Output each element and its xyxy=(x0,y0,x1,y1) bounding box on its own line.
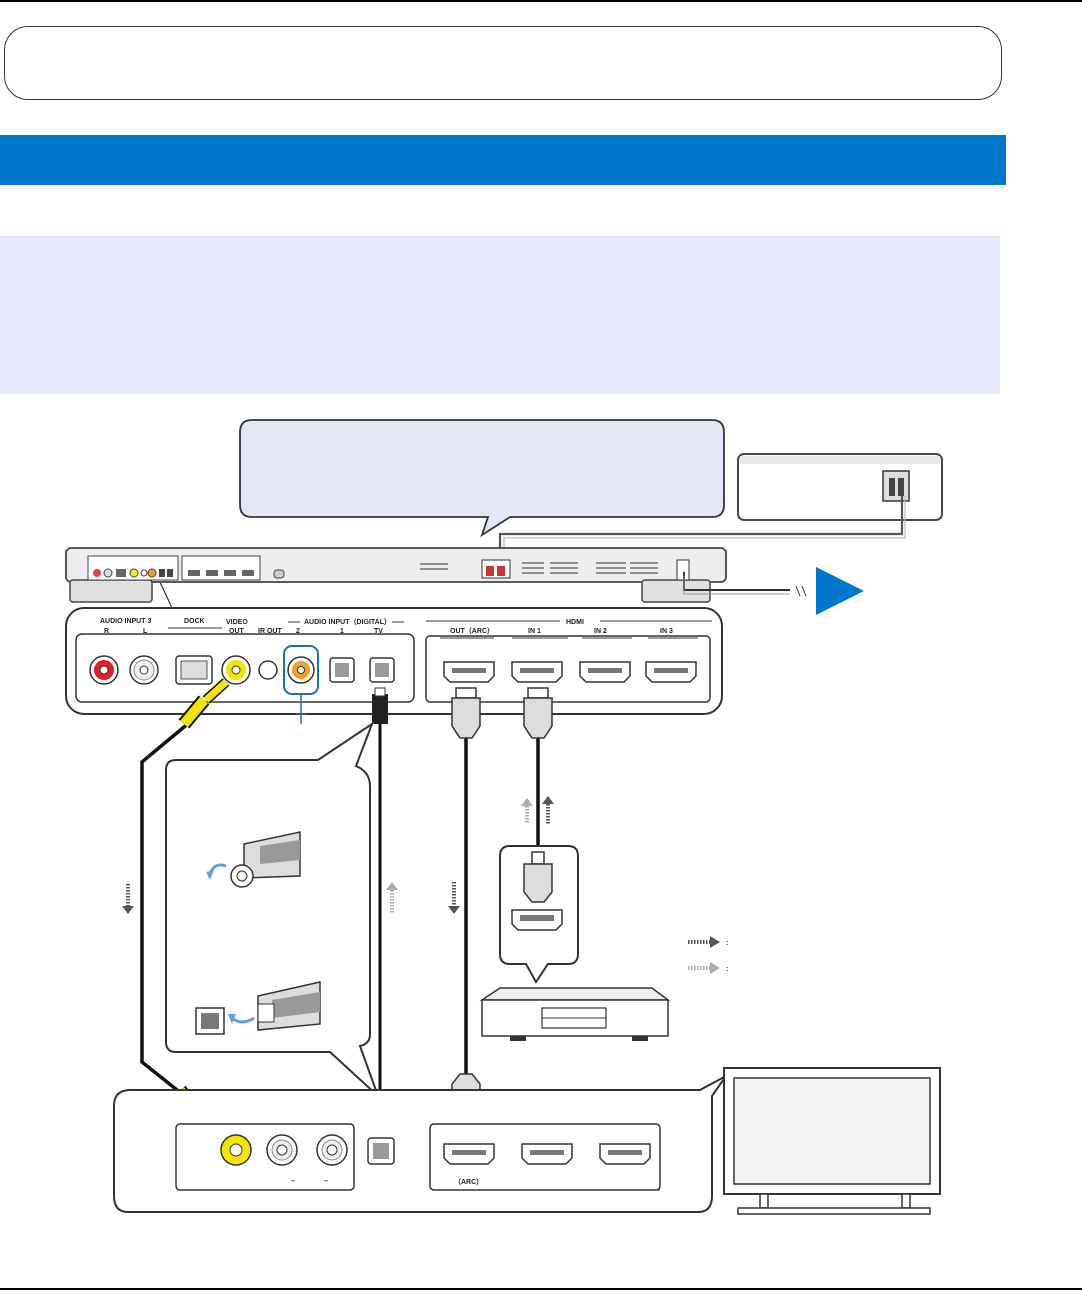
optical-cable xyxy=(372,687,388,1133)
flow-arrow-up-light-mid xyxy=(386,882,398,914)
subwoofer-cable xyxy=(498,496,904,560)
flow-arrow-up-dark xyxy=(542,796,554,824)
tv-set xyxy=(723,1067,941,1215)
main-unit-rear xyxy=(65,547,727,603)
label-arc: （ARC） xyxy=(454,1178,483,1186)
title-box xyxy=(4,26,1002,100)
label-digital-1: 1 xyxy=(340,628,344,635)
label-hdmi-in2: IN 2 xyxy=(594,628,607,635)
flow-arrow-down-dark-left xyxy=(122,884,134,914)
top-rule xyxy=(0,0,1082,2)
label-hdmi: HDMI xyxy=(566,619,584,626)
note-panel xyxy=(0,236,1000,394)
bd-hdmi-callout xyxy=(499,845,579,984)
hdmi-arc-cable xyxy=(451,687,481,1123)
label-digital-2: 2 xyxy=(296,628,300,635)
label-digital-tv: TV xyxy=(374,628,383,635)
optical-closeup-callout xyxy=(165,721,379,1097)
label-audio-input-3: AUDIO INPUT 3 xyxy=(100,618,151,625)
label-hdmi-in3: IN 3 xyxy=(660,628,673,635)
bottom-rule xyxy=(0,1288,1082,1290)
flow-arrow-down-dark-mid xyxy=(448,882,460,914)
flow-arrow-up-light xyxy=(521,798,533,824)
label-l: L xyxy=(143,628,148,635)
label-hdmi-in1: IN 1 xyxy=(528,628,541,635)
bd-player xyxy=(479,987,671,1041)
subwoofer-unit xyxy=(737,453,943,521)
label-out: OUT xyxy=(229,628,245,635)
legend: : : xyxy=(688,936,728,974)
section-banner xyxy=(0,135,1006,185)
label-audio-input-digital: AUDIO INPUT（DIGITAL） xyxy=(304,618,391,626)
label-video: VIDEO xyxy=(226,619,248,626)
label-dash-b: – xyxy=(324,1178,328,1185)
legend-colon-b: : xyxy=(726,966,728,973)
tv-panel-closeup: – – （ARC） xyxy=(113,1075,727,1213)
label-hdmi-out-arc: OUT（ARC） xyxy=(450,627,494,635)
legend-colon-a: : xyxy=(726,940,728,947)
label-dock: DOCK xyxy=(184,618,205,625)
hdmi-in1-cable xyxy=(523,687,553,852)
label-ir-out: IR OUT xyxy=(258,628,282,635)
label-r: R xyxy=(104,628,109,635)
label-dash-a: – xyxy=(291,1178,295,1185)
speech-callout xyxy=(239,419,725,538)
rear-panel-closeup: AUDIO INPUT 3 R L DOCK VIDEO OUT IR OUT … xyxy=(65,607,723,724)
